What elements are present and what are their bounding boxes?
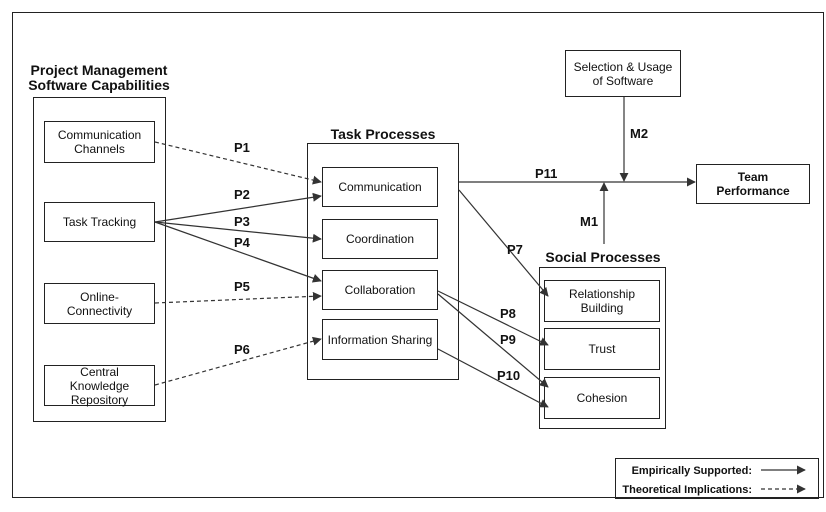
label-p11: P11 bbox=[535, 166, 558, 181]
coordination-box: Coordination bbox=[322, 219, 438, 259]
label-p2: P2 bbox=[234, 187, 250, 202]
diagram-frame bbox=[12, 12, 824, 498]
arrow-p5 bbox=[154, 291, 322, 304]
label-m2: M2 bbox=[630, 126, 649, 141]
arrow-p1 bbox=[154, 141, 322, 185]
label-p3: P3 bbox=[234, 214, 250, 229]
label-p5: P5 bbox=[234, 279, 250, 294]
arrow-p7 bbox=[458, 189, 549, 297]
pm-capabilities-group bbox=[33, 97, 166, 422]
task-processes-group bbox=[307, 143, 459, 380]
central-knowledge-repository-box: Central Knowledge Repository bbox=[44, 365, 155, 407]
pm-capabilities-heading: Project Management Software Capabilities bbox=[28, 62, 170, 93]
task-tracking-box: Task Tracking bbox=[44, 202, 155, 242]
task-processes-heading: Task Processes bbox=[330, 126, 436, 142]
label-p9: P9 bbox=[500, 332, 516, 347]
label-p8: P8 bbox=[500, 306, 516, 321]
label-p4: P4 bbox=[234, 235, 250, 250]
communication-channels-box: Communication Channels bbox=[44, 121, 155, 163]
arrow-p2 bbox=[154, 192, 322, 223]
legend-theoretical-label: Theoretical Implications: bbox=[622, 484, 752, 496]
arrow-p8 bbox=[437, 290, 549, 346]
communication-box: Communication bbox=[322, 167, 438, 207]
social-processes-group bbox=[539, 267, 666, 429]
social-processes-heading: Social Processes bbox=[545, 249, 661, 265]
collaboration-box: Collaboration bbox=[322, 270, 438, 310]
label-m1: M1 bbox=[580, 214, 599, 229]
label-p10: P10 bbox=[497, 368, 521, 383]
trust-box: Trust bbox=[544, 328, 660, 370]
selection-usage-box: Selection & Usage of Software bbox=[565, 50, 681, 97]
arrow-p3 bbox=[154, 221, 322, 243]
legend: Empirically Supported: Theoretical Impli… bbox=[615, 458, 819, 499]
label-p6: P6 bbox=[234, 342, 250, 357]
arrow-p10 bbox=[437, 348, 549, 408]
relationship-building-box: Relationship Building bbox=[544, 280, 660, 322]
arrow-p6 bbox=[154, 336, 322, 386]
arrow-p4 bbox=[154, 221, 322, 283]
cohesion-box: Cohesion bbox=[544, 377, 660, 419]
information-sharing-box: Information Sharing bbox=[322, 319, 438, 360]
online-connectivity-box: Online-Connectivity bbox=[44, 283, 155, 324]
legend-empirical-label: Empirically Supported: bbox=[631, 465, 752, 477]
label-p1: P1 bbox=[234, 140, 250, 155]
label-p7: P7 bbox=[507, 242, 523, 257]
team-performance-box: Team Performance bbox=[696, 164, 810, 204]
arrow-p9 bbox=[437, 293, 549, 388]
